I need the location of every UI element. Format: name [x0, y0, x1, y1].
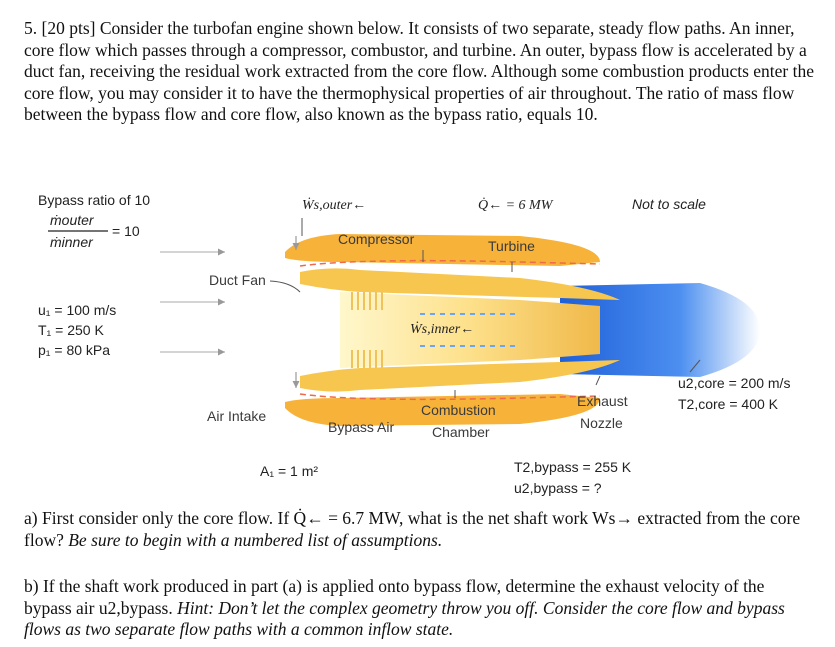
- turbine-label: Turbine: [488, 238, 535, 254]
- engine-core: [340, 292, 600, 368]
- part-b-italic: Hint: Don’t let the complex geometry thr…: [24, 597, 785, 640]
- bypass-flow-lines: [299, 259, 601, 401]
- bypass-air-label: Bypass Air: [328, 419, 395, 435]
- t2-core-label: T2,core = 400 K: [678, 396, 779, 412]
- chamber-label: Chamber: [432, 424, 490, 440]
- inlet-arrows: [160, 248, 225, 356]
- heat-rate-label: Q̇← = 6 MW: [478, 198, 553, 213]
- u1-label: u₁ = 100 m/s: [38, 302, 117, 318]
- t2-bypass-label: T2,bypass = 255 K: [514, 459, 632, 475]
- ratio-value: = 10: [112, 223, 140, 239]
- ratio-numerator: ṁouter: [50, 212, 94, 228]
- upper-nacelle: [285, 234, 600, 266]
- u2-bypass-label: u2,bypass = ?: [514, 480, 602, 496]
- ratio-denominator: ṁinner: [50, 234, 93, 250]
- part-b: b) If the shaft work produced in part (a…: [24, 576, 814, 641]
- part-a-text: a) First consider only the core flow. If…: [24, 508, 801, 550]
- combustion-label: Combustion: [421, 402, 496, 418]
- compressor-label: Compressor: [338, 231, 415, 247]
- ws-outer-label: Ẇs,outer←: [302, 198, 367, 213]
- leader-lines: [269, 218, 701, 398]
- part-a-italic: Be sure to begin with a numbered list of…: [68, 529, 443, 550]
- air-intake-label: Air Intake: [207, 408, 267, 424]
- lower-core-casing: [300, 360, 620, 392]
- part-a: a) First consider only the core flow. If…: [24, 508, 814, 551]
- part-b-text: b) If the shaft work produced in part (a…: [24, 576, 765, 618]
- bypass-ratio-title: Bypass ratio of 10: [38, 192, 151, 208]
- compressor-blades: [351, 292, 383, 368]
- not-to-scale-label: Not to scale: [632, 196, 706, 212]
- combustion-streaks: [420, 313, 520, 347]
- area-label: A₁ = 1 m²: [260, 463, 319, 479]
- exhaust-label: Exhaust: [577, 393, 628, 409]
- p1-label: p₁ = 80 kPa: [38, 342, 111, 358]
- nozzle-label: Nozzle: [580, 415, 623, 431]
- duct-fan-label: Duct Fan: [209, 272, 266, 288]
- exhaust-plume: [560, 283, 760, 377]
- t1-label: T₁ = 250 K: [38, 322, 104, 338]
- u2-core-label: u2,core = 200 m/s: [678, 375, 791, 391]
- ws-inner-label: Ẇs,inner←: [410, 322, 475, 337]
- lower-nacelle: [285, 394, 600, 426]
- problem-intro: 5. [20 pts] Consider the turbofan engine…: [24, 18, 815, 124]
- upper-core-casing: [300, 268, 620, 300]
